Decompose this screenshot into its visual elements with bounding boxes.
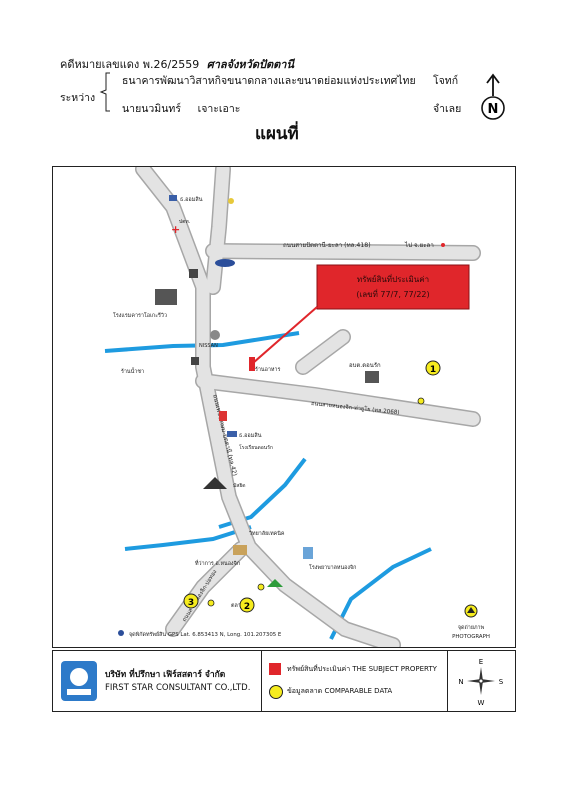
gps-note: จุดพิกัดทรัพย์สิน GPS Lat. 6.853413 N, L… (129, 631, 282, 638)
comparable-1-point (417, 397, 425, 405)
bank-logo-mid-icon (227, 431, 237, 437)
compass-icon: E W N S (458, 658, 504, 707)
school-label: โรงเรียนดอนรัก (239, 444, 273, 451)
mosque-icon (203, 477, 227, 489)
compass-w: W (478, 699, 485, 707)
comparable-1-marker (425, 360, 441, 376)
station-label: ปตท. (179, 219, 191, 225)
school-building-icon (365, 371, 379, 383)
defendant-role: จำเลย (433, 103, 462, 115)
page-title: แผนที่ (255, 124, 299, 144)
court-name: ศาลจังหวัดปัตตานี (206, 58, 294, 71)
subject-callout-line2: (เลขที่ 77/7, 77/22) (356, 288, 429, 299)
comparable-1-label: 1 (430, 365, 436, 375)
bank-label-top: ธ.ออมสิน (180, 196, 203, 203)
park-icon (267, 579, 283, 587)
company-name-en: FIRST STAR CONSULTANT CO.,LTD. (105, 683, 251, 693)
nissan-logo-icon (210, 330, 220, 340)
map-canvas: ถนนสายปัตตานี-ยะลา (ทล.418) ไป จ.ยะลา ถน… (104, 167, 490, 647)
gps-dot-icon (118, 630, 124, 636)
bank-logo-top-icon (169, 195, 177, 201)
yala-marker (441, 243, 445, 247)
hospital-label: โรงพยาบาลหนองจิก (309, 564, 356, 571)
between-label: ระหว่าง (60, 92, 96, 104)
mazda-logo-icon (189, 269, 198, 278)
case-line: คดีหมายเลขแดง พ.26/2559 ศาลจังหวัดปัตตาน… (60, 55, 294, 73)
subject-callout-box (316, 264, 470, 310)
mosque-label: มัสยิด (233, 482, 246, 489)
symbols-cell: ทรัพย์สินที่ประเมินค่า THE SUBJECT PROPE… (261, 651, 448, 711)
comparable-swatch-icon (269, 685, 283, 699)
plaintiff-role: โจทก์ (433, 75, 459, 87)
condo-label: โรงแรมคาราโอเกะรีวิว (113, 312, 167, 319)
nissan-label: NISSAN (199, 343, 218, 349)
comparable-2-label: 2 (244, 602, 250, 612)
comparable-legend-thai: ข้อมูลตลาด (287, 687, 323, 695)
location-map: ถนนสายปัตตานี-ยะลา (ทล.418) ไป จ.ยะลา ถน… (52, 166, 516, 648)
subject-callout-line1: ทรัพย์สินที่ประเมินค่า (357, 273, 429, 284)
subject-pointer-line (252, 306, 318, 364)
subject-swatch-icon (269, 663, 281, 675)
subject-legend-text: ทรัพย์สินที่ประเมินค่า THE SUBJECT PROPE… (287, 664, 437, 675)
compass-e: E (479, 658, 483, 666)
shop-label-2: ร้านอาหาร (255, 366, 281, 373)
road-label-highway: ถนนสายปัตตานี-ยะลา (ทล.418) (283, 241, 371, 249)
condo-building-icon (155, 289, 177, 305)
comparable-2-point (257, 583, 265, 591)
company-cell: บริษัท ที่ปรึกษา เฟิร์สสตาร์ จำกัด FIRST… (53, 651, 262, 711)
north-letter: N (488, 102, 499, 117)
compass-n: N (458, 678, 463, 686)
comparable-2-marker (239, 597, 255, 613)
district-office-label: ที่ว่าการ อ.หนองจิก (195, 559, 240, 567)
compass-cell: E W N S (447, 651, 515, 711)
house-label: อบต.ดอนรัก (349, 362, 381, 369)
comparable-3-marker (183, 593, 199, 609)
case-label: คดีหมายเลขแดง (60, 58, 140, 71)
honda-logo-icon (219, 411, 227, 421)
shop-icon (191, 357, 199, 365)
photograph-label-thai: จุดถ่ายภาพ (458, 625, 485, 631)
bank-label-mid: ธ.ออมสิน (239, 432, 262, 439)
compass-s: S (499, 678, 504, 686)
subject-legend-thai: ทรัพย์สินที่ประเมินค่า (287, 665, 351, 673)
photograph-arrow-icon (467, 607, 475, 613)
subject-property-marker (249, 357, 255, 371)
shop-label: ร้านน้ำชา (121, 367, 144, 375)
defendant-name: นายนวมินทร์ เจาะเอาะ (122, 103, 241, 115)
college-label: วิทยาลัยเทคนิค (249, 530, 285, 537)
road-fills (136, 167, 480, 647)
comparable-legend-en: COMPARABLE DATA (324, 687, 393, 695)
comparable-3-point (207, 599, 215, 607)
plaintiff-name: ธนาคารพัฒนาวิสาหกิจขนาดกลางและขนาดย่อมแห… (122, 75, 416, 87)
north-arrow-icon: N (481, 73, 505, 120)
hospital-icon (303, 547, 313, 559)
to-yala-label: ไป จ.ยะลา (404, 241, 434, 249)
map-legend: บริษัท ที่ปรึกษา เฟิร์สสตาร์ จำกัด FIRST… (52, 650, 516, 712)
photograph-label-en: PHOTOGRAPH (452, 634, 490, 640)
case-number: พ.26/2559 (142, 58, 200, 71)
company-logo-icon (61, 661, 97, 701)
brace-icon (99, 72, 110, 112)
comparable-3-label: 3 (188, 598, 194, 608)
station-icon (228, 198, 234, 204)
company-name-thai: บริษัท ที่ปรึกษา เฟิร์สสตาร์ จำกัด (105, 670, 226, 680)
district-office-icon (233, 545, 247, 555)
comparable-legend-text: ข้อมูลตลาด COMPARABLE DATA (287, 686, 392, 697)
red-cross-icon: + (171, 223, 180, 236)
river-bottom (124, 525, 252, 551)
subject-legend-en: THE SUBJECT PROPERTY (352, 665, 437, 673)
ford-logo-icon (215, 259, 235, 267)
